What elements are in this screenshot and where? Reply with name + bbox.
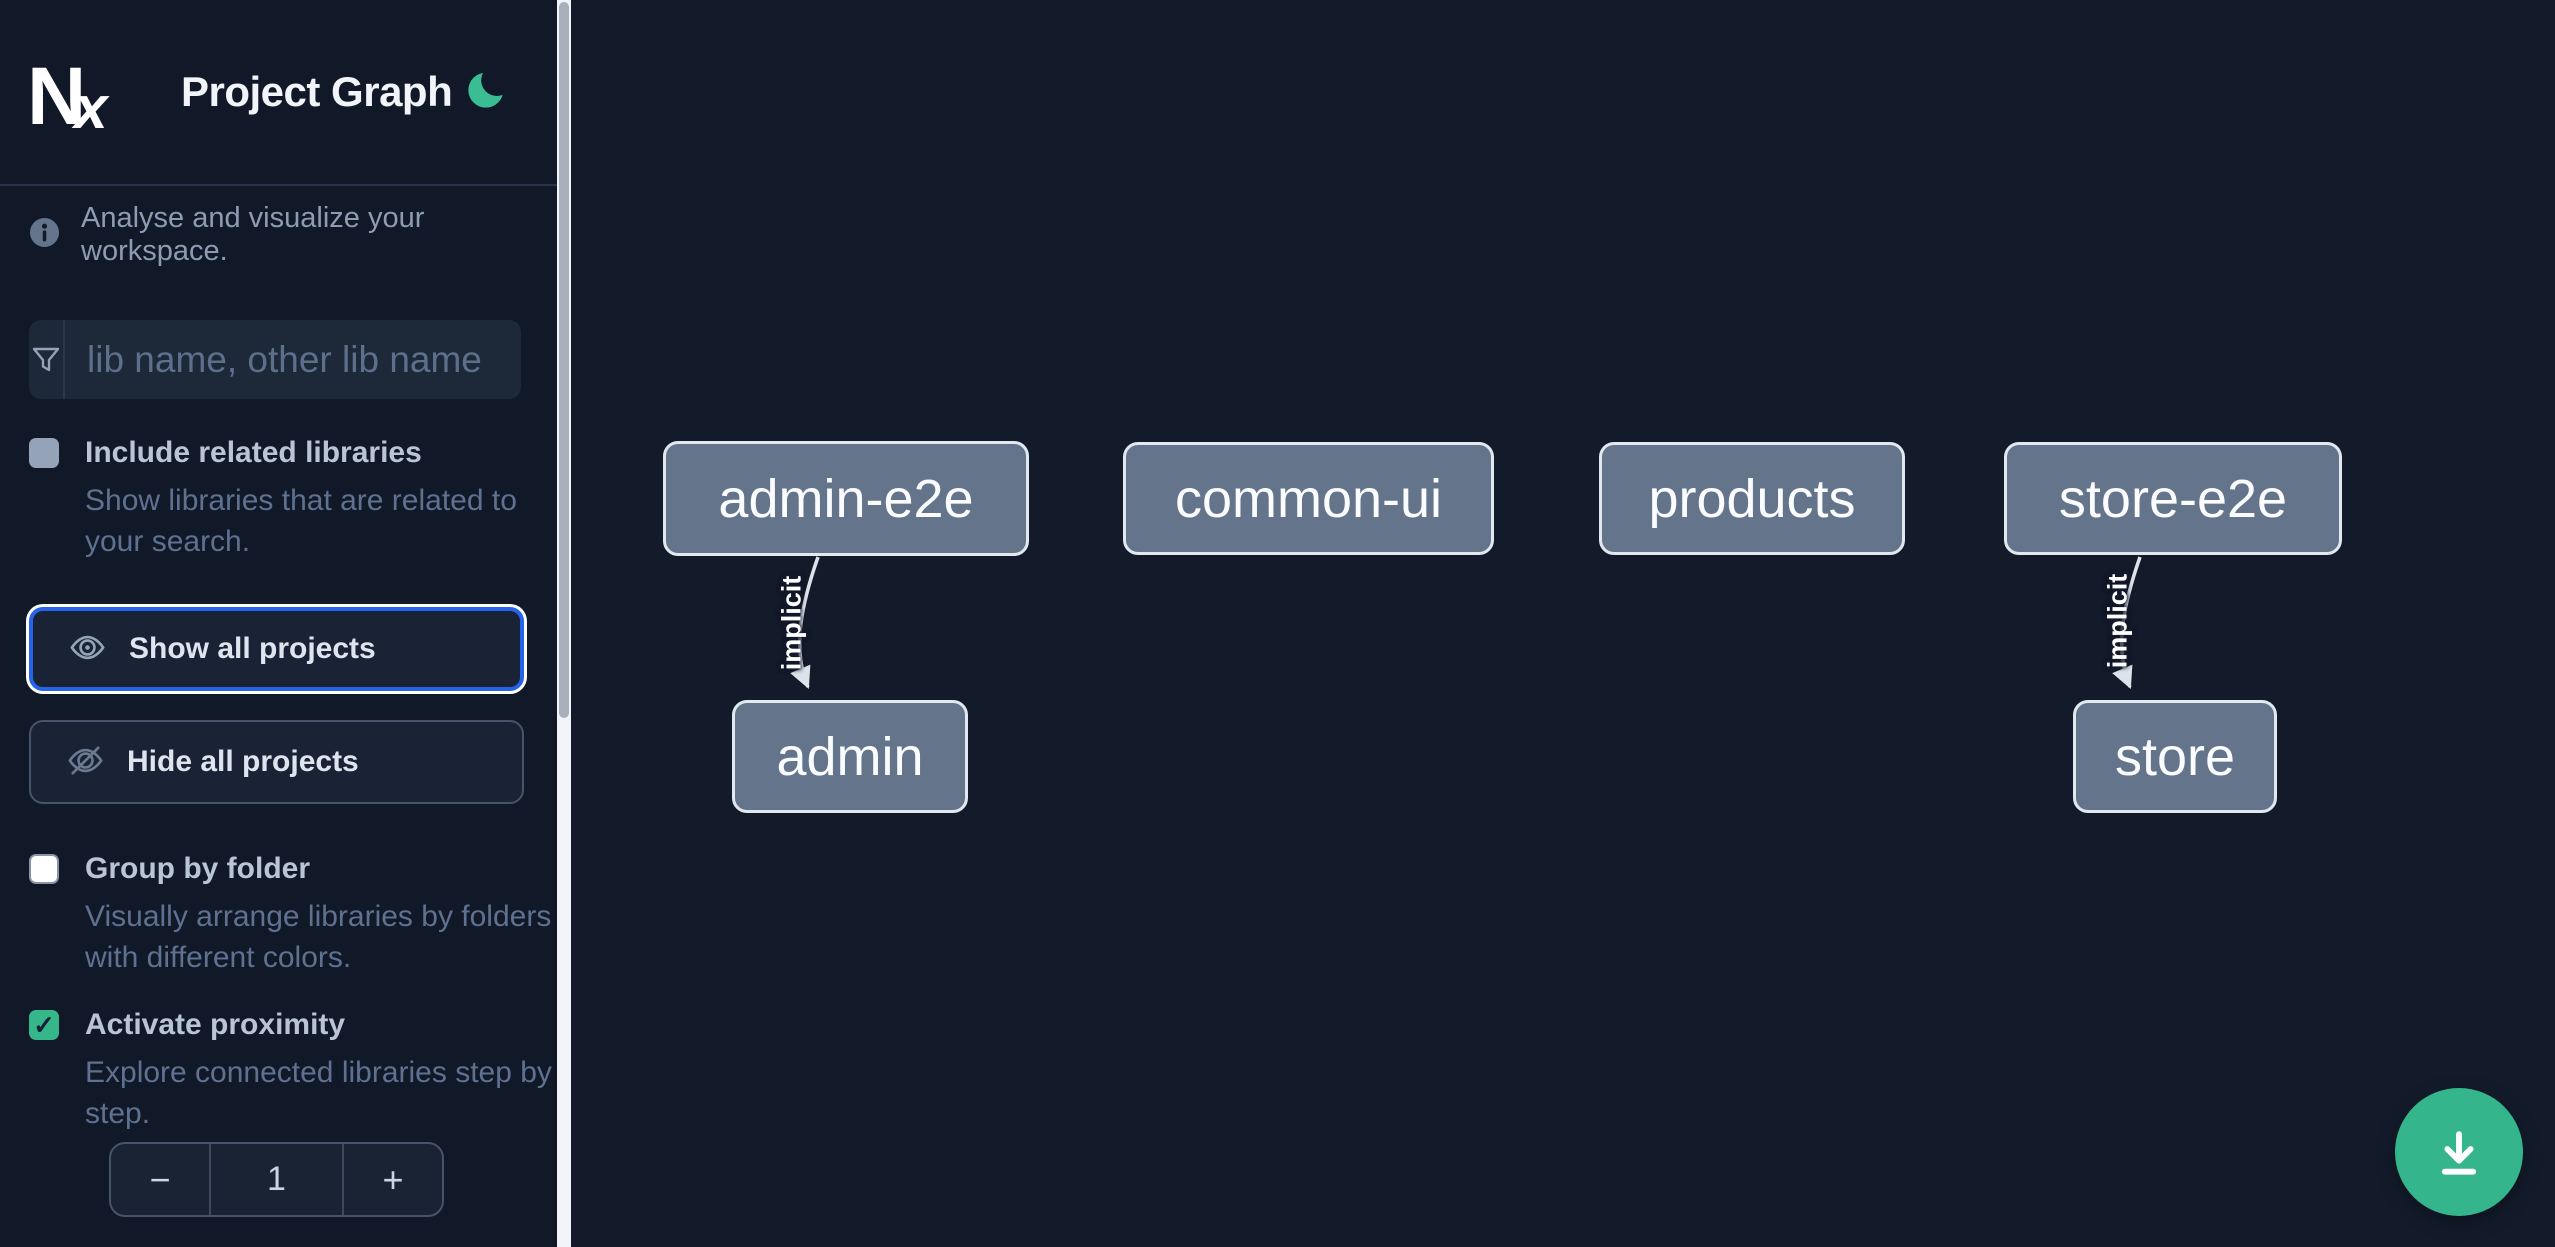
activate-proximity-description: Explore connected libraries step by step… [85, 1056, 552, 1130]
sidebar-header: N x Project Graph [0, 0, 557, 186]
filter-input[interactable] [65, 320, 521, 399]
eye-icon [69, 629, 106, 669]
info-row: Analyse and visualize your workspace. [29, 202, 557, 268]
edge-label-implicit-store: implicit [2102, 573, 2133, 669]
activate-proximity-label: Activate proximity [85, 1008, 346, 1041]
eye-off-icon [67, 742, 104, 782]
sidebar-scrollbar[interactable] [557, 0, 571, 1247]
edge-admin-e2e-to-admin[interactable] [790, 556, 820, 690]
sidebar: N x Project Graph [0, 0, 557, 1247]
graph-edges-layer [790, 556, 2142, 690]
info-text: Analyse and visualize your workspace. [81, 202, 425, 267]
filter-box [29, 320, 521, 399]
proximity-decrement-button[interactable]: − [111, 1144, 209, 1215]
download-icon [2428, 1120, 2490, 1185]
node-common-ui[interactable]: common-ui [1123, 442, 1494, 555]
nx-logo-x: x [74, 74, 107, 141]
activate-proximity-checkbox[interactable]: ✓ [29, 1010, 59, 1040]
group-by-folder-label: Group by folder [85, 852, 310, 885]
proximity-stepper: − 1 + [109, 1142, 444, 1217]
show-all-projects-label: Show all projects [129, 632, 376, 665]
include-related-label: Include related libraries [85, 436, 422, 469]
filter-funnel-icon [29, 320, 65, 399]
edge-label-implicit-admin: implicit [776, 575, 807, 671]
header-divider [0, 184, 557, 186]
include-related-checkbox[interactable] [29, 438, 59, 468]
nx-logo: N x [27, 50, 137, 142]
show-all-projects-button[interactable]: Show all projects [29, 607, 524, 691]
node-admin-e2e[interactable]: admin-e2e [663, 441, 1029, 556]
nx-logo-n: N [27, 50, 86, 142]
theme-toggle-button[interactable] [466, 64, 513, 113]
info-icon [29, 217, 60, 253]
group-by-folder-checkbox[interactable] [29, 854, 59, 884]
edge-store-e2e-to-store[interactable] [2112, 556, 2142, 690]
proximity-increment-button[interactable]: + [344, 1144, 442, 1215]
graph-canvas[interactable]: implicit implicit admin-e2e common-ui pr… [571, 0, 2555, 1247]
hide-all-projects-button[interactable]: Hide all projects [29, 720, 524, 804]
hide-all-projects-label: Hide all projects [127, 745, 359, 778]
sidebar-scrollbar-thumb[interactable] [559, 2, 569, 718]
page-title: Project Graph [181, 68, 453, 115]
group-by-folder-description: Visually arrange libraries by folders wi… [85, 900, 552, 974]
node-products[interactable]: products [1599, 442, 1905, 555]
checkmark-icon: ✓ [33, 1010, 55, 1040]
include-related-description: Show libraries that are related to your … [85, 484, 517, 558]
proximity-value: 1 [209, 1144, 344, 1215]
node-store[interactable]: store [2073, 700, 2277, 813]
node-admin[interactable]: admin [732, 700, 968, 813]
node-store-e2e[interactable]: store-e2e [2004, 442, 2342, 555]
moon-icon [466, 64, 513, 113]
download-graph-button[interactable] [2395, 1088, 2523, 1216]
